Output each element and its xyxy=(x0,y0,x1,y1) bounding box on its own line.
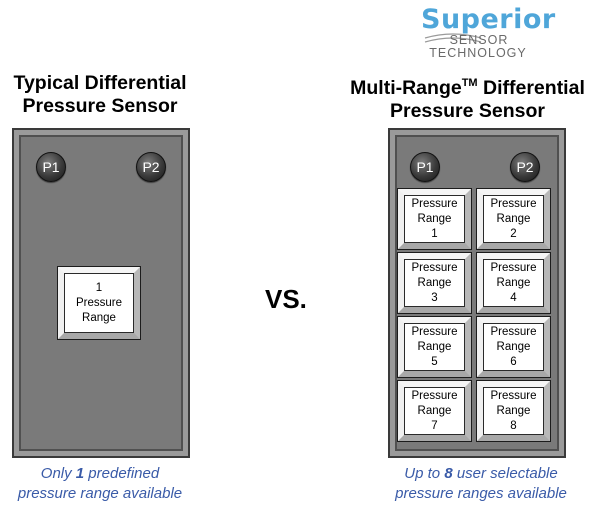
port-p2-button: P2 xyxy=(510,152,540,182)
range-number: 2 xyxy=(510,227,517,240)
caption-pre: Up to xyxy=(404,465,445,482)
single-pressure-range-box: 1 Pressure Range xyxy=(57,266,141,340)
range-label-range: Range xyxy=(417,212,452,225)
caption-line2: pressure range available xyxy=(17,485,183,502)
range-label-range: Range xyxy=(417,340,452,353)
range-label-range: Range xyxy=(82,311,116,324)
range-number: 4 xyxy=(510,291,517,304)
range-label-range: Range xyxy=(496,404,531,417)
vs-label: VS. xyxy=(265,284,307,314)
caption-count: 1 xyxy=(75,465,85,482)
multirange-title-line2: Pressure Sensor xyxy=(389,100,545,122)
logo-brand-text: Superior xyxy=(421,4,556,35)
range-label-range: Range xyxy=(496,340,531,353)
range-number: 6 xyxy=(510,355,517,368)
range-label-range: Range xyxy=(417,276,452,289)
typical-title-line2: Pressure Sensor xyxy=(22,95,178,117)
range-label-pressure: Pressure xyxy=(411,261,458,274)
range-number: 7 xyxy=(431,419,438,432)
logo-line-technology: TECHNOLOGY xyxy=(429,46,527,60)
range-label-pressure: Pressure xyxy=(490,389,537,402)
port-p1-button: P1 xyxy=(36,152,66,182)
logo-line-sensor: SENSOR xyxy=(449,33,509,47)
range-label-range: Range xyxy=(417,404,452,417)
range-label-pressure: Pressure xyxy=(490,325,537,338)
caption-post: user selectable xyxy=(452,465,558,482)
range-number: 1 xyxy=(431,227,438,240)
range-number: 1 xyxy=(95,281,103,294)
typical-title-line1: Typical Differential xyxy=(13,72,187,94)
caption-post: predefined xyxy=(84,465,160,482)
multirange-sensor-title: Multi-RangeTM Differential Pressure Sens… xyxy=(335,72,600,123)
port-p2-button: P2 xyxy=(136,152,166,182)
range-label-pressure: Pressure xyxy=(411,389,458,402)
caption-line2: pressure ranges available xyxy=(395,485,567,502)
range-number: 3 xyxy=(431,291,438,304)
multirange-title-rest: Differential xyxy=(477,77,585,99)
range-label-pressure: Pressure xyxy=(490,261,537,274)
multirange-title-main: Multi-Range xyxy=(350,77,462,99)
caption-count: 8 xyxy=(444,465,453,482)
typical-sensor-title: Typical Differential Pressure Sensor xyxy=(0,72,200,118)
range-number: 8 xyxy=(510,419,517,432)
multirange-title-line1: Multi-RangeTM Differential xyxy=(335,72,600,100)
multirange-caption: Up to 8 user selectable pressure ranges … xyxy=(362,464,600,504)
typical-caption: Only 1 predefined pressure range availab… xyxy=(0,464,200,504)
trademark-mark: TM xyxy=(461,77,478,89)
range-label-pressure: Pressure xyxy=(411,325,458,338)
range-label-range: Range xyxy=(496,212,531,225)
logo-swoosh-icon xyxy=(424,33,482,43)
caption-pre: Only xyxy=(40,465,76,482)
port-p1-button: P1 xyxy=(410,152,440,182)
range-label-pressure: Pressure xyxy=(411,197,458,210)
range-label-pressure: Pressure xyxy=(490,197,537,210)
range-number: 5 xyxy=(431,355,438,368)
range-label-range: Range xyxy=(496,276,531,289)
superior-sensor-logo: Superior SENSOR TECHNOLOGY xyxy=(415,4,555,60)
range-label-pressure: Pressure xyxy=(75,296,123,309)
